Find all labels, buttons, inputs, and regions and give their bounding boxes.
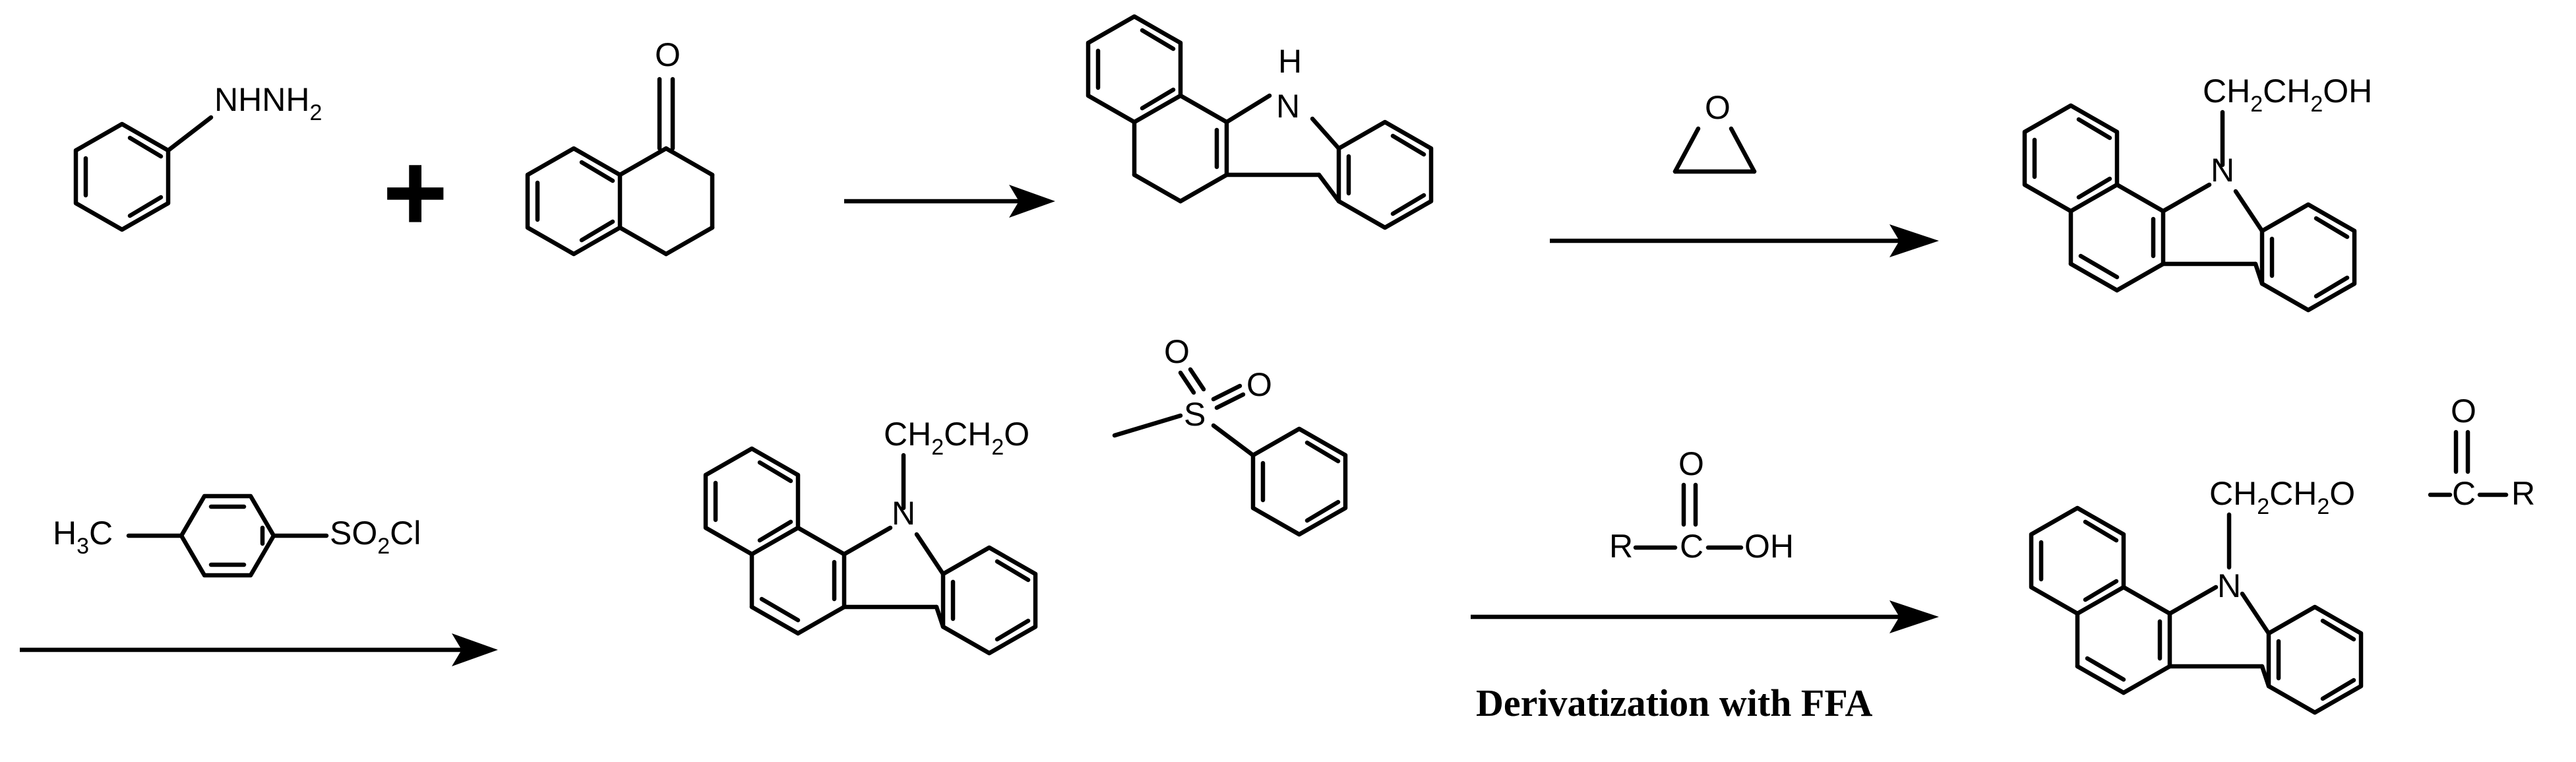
reaction-arrow-4 (1471, 600, 1939, 633)
oxyethyl-label: CH2CH2O (884, 416, 1029, 460)
acid-carbonyl-oxygen-label: O (1678, 445, 1704, 482)
plus-sign: + (383, 130, 448, 255)
ester-oxyethyl-label: CH2CH2O (2209, 475, 2355, 519)
sulfonyl-chloride-label: SO2Cl (330, 515, 421, 559)
reaction-arrow-1 (844, 185, 1055, 218)
dihydrobenzocarbazole-molecule: H N (1086, 14, 1434, 230)
acid-r-label: R (1609, 528, 1633, 565)
tosyl-chloride-reagent: H3C SO2Cl (53, 493, 421, 578)
reaction-arrow-3 (20, 633, 498, 666)
nhnh2-label: NHNH2 (214, 81, 322, 125)
derivatization-caption: Derivatization with FFA (1476, 682, 1872, 724)
nh-nitrogen-label: N (1276, 88, 1300, 125)
sulfur-label: S (1184, 396, 1206, 433)
sulfonyl-oxygen-2-label: O (1246, 366, 1272, 403)
ester-r-label: R (2511, 475, 2535, 512)
fatty-acid-ester-benzocarbazole-molecule: N CH2CH2O C O R (2029, 393, 2535, 715)
reaction-arrow-2 (1550, 224, 1939, 257)
methyl-label: H3C (53, 515, 113, 559)
p1-nitrogen-label: N (2211, 152, 2234, 189)
phenylhydrazine-molecule: NHNH2 (73, 81, 322, 232)
acid-carbon-label: C (1680, 528, 1703, 565)
p2-nitrogen-label: N (892, 495, 915, 532)
ester-carbon-label: C (2452, 475, 2476, 512)
sulfonyl-oxygen-1-label: O (1164, 333, 1190, 370)
hydroxyethyl-benzocarbazole-molecule: N CH2CH2OH (2022, 73, 2372, 313)
ester-carbonyl-oxygen-label: O (2451, 393, 2476, 429)
tosylate-benzocarbazole-molecule: N CH2CH2O S O O (703, 333, 1348, 656)
hydroxyethyl-label: CH2CH2OH (2203, 73, 2372, 117)
ethylene-oxide-reagent: O (1672, 89, 1757, 174)
tetralone-molecule: O (525, 36, 715, 257)
p3-nitrogen-label: N (2217, 567, 2241, 604)
fatty-acid-reagent: R C O OH (1609, 445, 1794, 565)
acid-hydroxyl-label: OH (1744, 528, 1794, 565)
nh-hydrogen-label: H (1278, 43, 1302, 80)
epoxide-oxygen-label: O (1705, 89, 1731, 126)
ketone-oxygen-label: O (655, 36, 681, 73)
